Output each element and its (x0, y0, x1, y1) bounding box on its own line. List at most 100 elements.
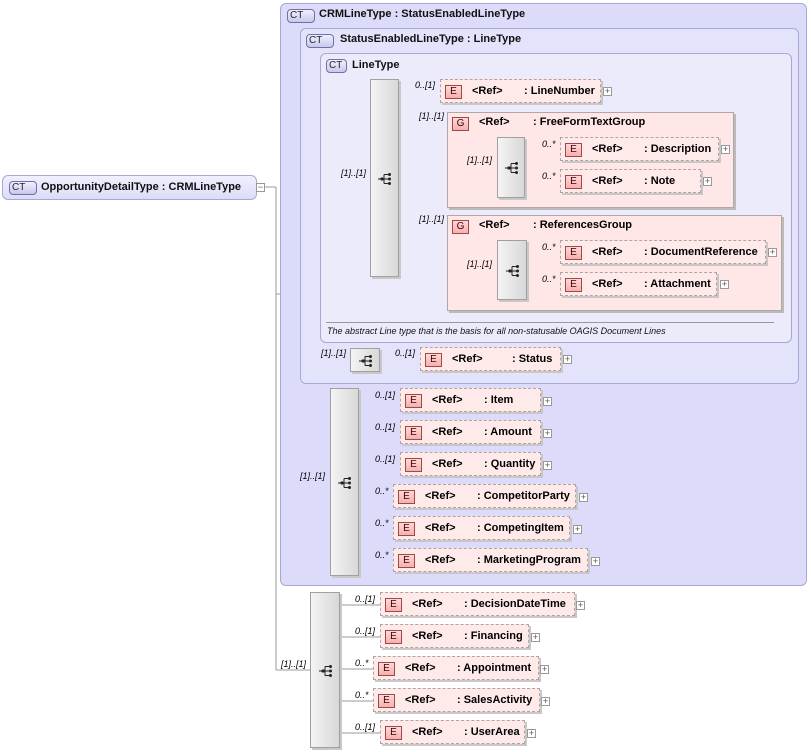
expand-icon[interactable]: + (721, 144, 730, 154)
expand-icon[interactable]: + (768, 247, 777, 257)
element-icon: E (445, 85, 462, 99)
expand-icon[interactable]: + (573, 524, 582, 534)
element-icon: E (398, 522, 415, 536)
element-icon: E (398, 554, 415, 568)
element-decision-date-time[interactable]: E <Ref> : DecisionDateTime (380, 592, 575, 616)
collapse-icon[interactable]: − (256, 182, 265, 192)
element-name: : Note (644, 175, 676, 187)
element-icon: E (565, 175, 582, 189)
expand-icon[interactable]: + (540, 664, 549, 674)
sequence-icon (319, 665, 332, 677)
divider (326, 322, 774, 323)
decision-date-time-card: 0..[1] (355, 594, 376, 604)
marketing-program-card: 0..* (375, 550, 389, 560)
expand-icon[interactable]: + (543, 460, 552, 470)
element-name: : MarketingProgram (477, 554, 581, 566)
sequence-compositor[interactable] (497, 137, 525, 198)
expand-icon[interactable]: + (543, 396, 552, 406)
expand-icon[interactable]: + (576, 600, 585, 610)
element-description[interactable]: E <Ref> : Description (560, 137, 719, 161)
expand-icon[interactable]: + (720, 279, 729, 289)
element-name: : SalesActivity (457, 694, 533, 706)
element-amount[interactable]: E <Ref> : Amount (400, 420, 541, 444)
element-attachment[interactable]: E <Ref> : Attachment (560, 272, 717, 296)
note-card: 0..* (542, 171, 556, 181)
element-ref: <Ref> (592, 175, 623, 187)
opportunity-seq-card: [1]..[1] (281, 659, 307, 669)
expand-icon[interactable]: + (541, 696, 550, 706)
element-note[interactable]: E <Ref> : Note (560, 169, 701, 193)
status-seq-card: [1]..[1] (321, 348, 347, 358)
sequence-compositor[interactable] (350, 348, 380, 372)
element-icon: E (378, 662, 395, 676)
expand-icon[interactable]: + (591, 556, 600, 566)
element-name: : UserArea (464, 726, 520, 738)
sequence-compositor[interactable] (310, 592, 340, 748)
sequence-icon (505, 162, 518, 174)
free-form-group-card: [1]..[1] (419, 111, 445, 121)
sequence-icon (506, 265, 519, 277)
element-ref: <Ref> (472, 85, 503, 97)
element-competitor-party[interactable]: E <Ref> : CompetitorParty (393, 484, 576, 508)
user-area-card: 0..[1] (355, 722, 376, 732)
element-icon: E (425, 353, 442, 367)
element-financing[interactable]: E <Ref> : Financing (380, 624, 529, 648)
expand-icon[interactable]: + (603, 86, 612, 96)
element-icon: E (398, 490, 415, 504)
group-ref: <Ref> (479, 116, 510, 128)
competitor-party-card: 0..* (375, 486, 389, 496)
expand-icon[interactable]: + (563, 354, 572, 364)
expand-icon[interactable]: + (703, 176, 712, 186)
element-ref: <Ref> (425, 522, 456, 534)
element-ref: <Ref> (592, 246, 623, 258)
element-name: : CompetingItem (477, 522, 564, 534)
element-icon: E (385, 630, 402, 644)
free-form-seq-card: [1]..[1] (467, 155, 493, 165)
sequence-compositor[interactable] (497, 240, 527, 300)
element-competing-item[interactable]: E <Ref> : CompetingItem (393, 516, 570, 540)
element-marketing-program[interactable]: E <Ref> : MarketingProgram (393, 548, 588, 572)
line-type-seq-card: [1]..[1] (341, 168, 367, 178)
element-name: : Description (644, 143, 712, 155)
expand-icon[interactable]: + (579, 492, 588, 502)
element-icon: E (405, 458, 422, 472)
group-name: : FreeFormTextGroup (533, 116, 646, 128)
financing-card: 0..[1] (355, 626, 376, 636)
expand-icon[interactable]: + (531, 632, 540, 642)
line-type-title: LineType (352, 59, 400, 71)
description-card: 0..* (542, 139, 556, 149)
status-card: 0..[1] (395, 348, 416, 358)
element-name: : Appointment (457, 662, 532, 674)
element-name: : Item (484, 394, 514, 406)
element-ref: <Ref> (592, 278, 623, 290)
element-ref: <Ref> (592, 143, 623, 155)
element-ref: <Ref> (432, 426, 463, 438)
root-complex-type[interactable]: CT OpportunityDetailType : CRMLineType (2, 175, 257, 200)
element-item[interactable]: E <Ref> : Item (400, 388, 541, 412)
element-status[interactable]: E <Ref> : Status (420, 347, 561, 371)
competing-item-card: 0..* (375, 518, 389, 528)
expand-icon[interactable]: + (543, 428, 552, 438)
complex-type-icon: CT (326, 59, 347, 73)
element-name: : DecisionDateTime (464, 598, 566, 610)
element-document-reference[interactable]: E <Ref> : DocumentReference (560, 240, 766, 264)
element-name: : LineNumber (524, 85, 595, 97)
element-user-area[interactable]: E <Ref> : UserArea (380, 720, 525, 744)
element-name: : CompetitorParty (477, 490, 570, 502)
sequence-compositor[interactable] (330, 388, 359, 576)
sequence-compositor[interactable] (370, 79, 399, 277)
element-sales-activity[interactable]: E <Ref> : SalesActivity (373, 688, 540, 712)
complex-type-icon: CT (306, 34, 334, 48)
attachment-card: 0..* (542, 274, 556, 284)
element-icon: E (378, 694, 395, 708)
element-icon: E (405, 394, 422, 408)
group-icon: G (452, 117, 469, 131)
item-card: 0..[1] (375, 390, 396, 400)
element-line-number[interactable]: E <Ref> : LineNumber (440, 79, 601, 103)
references-group-card: [1]..[1] (419, 214, 445, 224)
element-quantity[interactable]: E <Ref> : Quantity (400, 452, 541, 476)
element-appointment[interactable]: E <Ref> : Appointment (373, 656, 539, 680)
expand-icon[interactable]: + (527, 728, 536, 738)
element-name: : Status (512, 353, 553, 365)
